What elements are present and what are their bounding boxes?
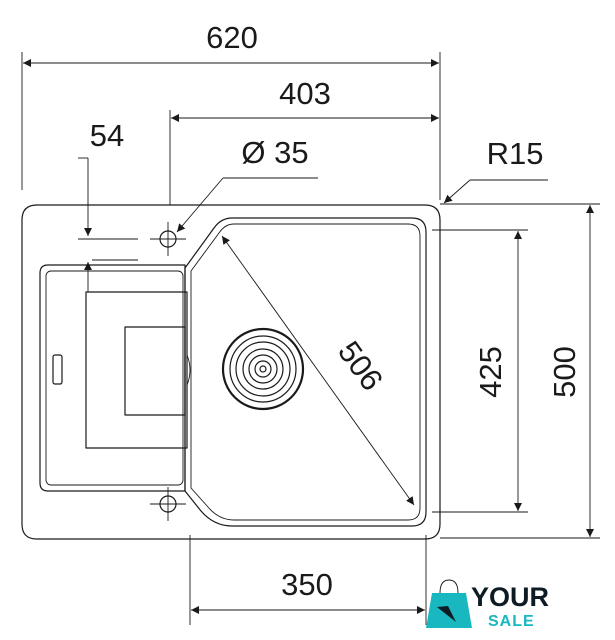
overflow-slot bbox=[52, 354, 63, 385]
drainer-edge-detail bbox=[186, 354, 191, 386]
drainer-outline bbox=[39, 264, 186, 492]
dim-label-350: 350 bbox=[281, 567, 333, 602]
sink-outline bbox=[21, 204, 441, 540]
bowl-outline bbox=[184, 217, 427, 527]
logo-word: YOUR bbox=[471, 582, 549, 612]
dim-label-403: 403 bbox=[279, 76, 331, 111]
dim-line-r15-leader bbox=[443, 179, 471, 204]
drainer-recess bbox=[85, 291, 188, 449]
drainer-recess-inner bbox=[124, 326, 186, 416]
drain-icon bbox=[221, 327, 305, 411]
dim-line-506 bbox=[221, 235, 415, 506]
dim-label-r15: R15 bbox=[487, 136, 544, 171]
dim-label-diameter-35: Ø 35 bbox=[241, 135, 308, 170]
dim-line-35-leader bbox=[176, 177, 224, 233]
dim-label-425: 425 bbox=[473, 346, 508, 398]
yoursale-logo: YOUR SALE bbox=[426, 579, 549, 630]
dim-label-506: 506 bbox=[331, 335, 390, 397]
dim-label-54: 54 bbox=[90, 118, 124, 153]
dim-label-620: 620 bbox=[206, 20, 258, 55]
drainer-inner-outline bbox=[45, 270, 184, 486]
logo-sub: SALE bbox=[488, 613, 535, 630]
dim-label-500: 500 bbox=[547, 346, 582, 398]
bowl-inner-outline bbox=[190, 223, 421, 521]
